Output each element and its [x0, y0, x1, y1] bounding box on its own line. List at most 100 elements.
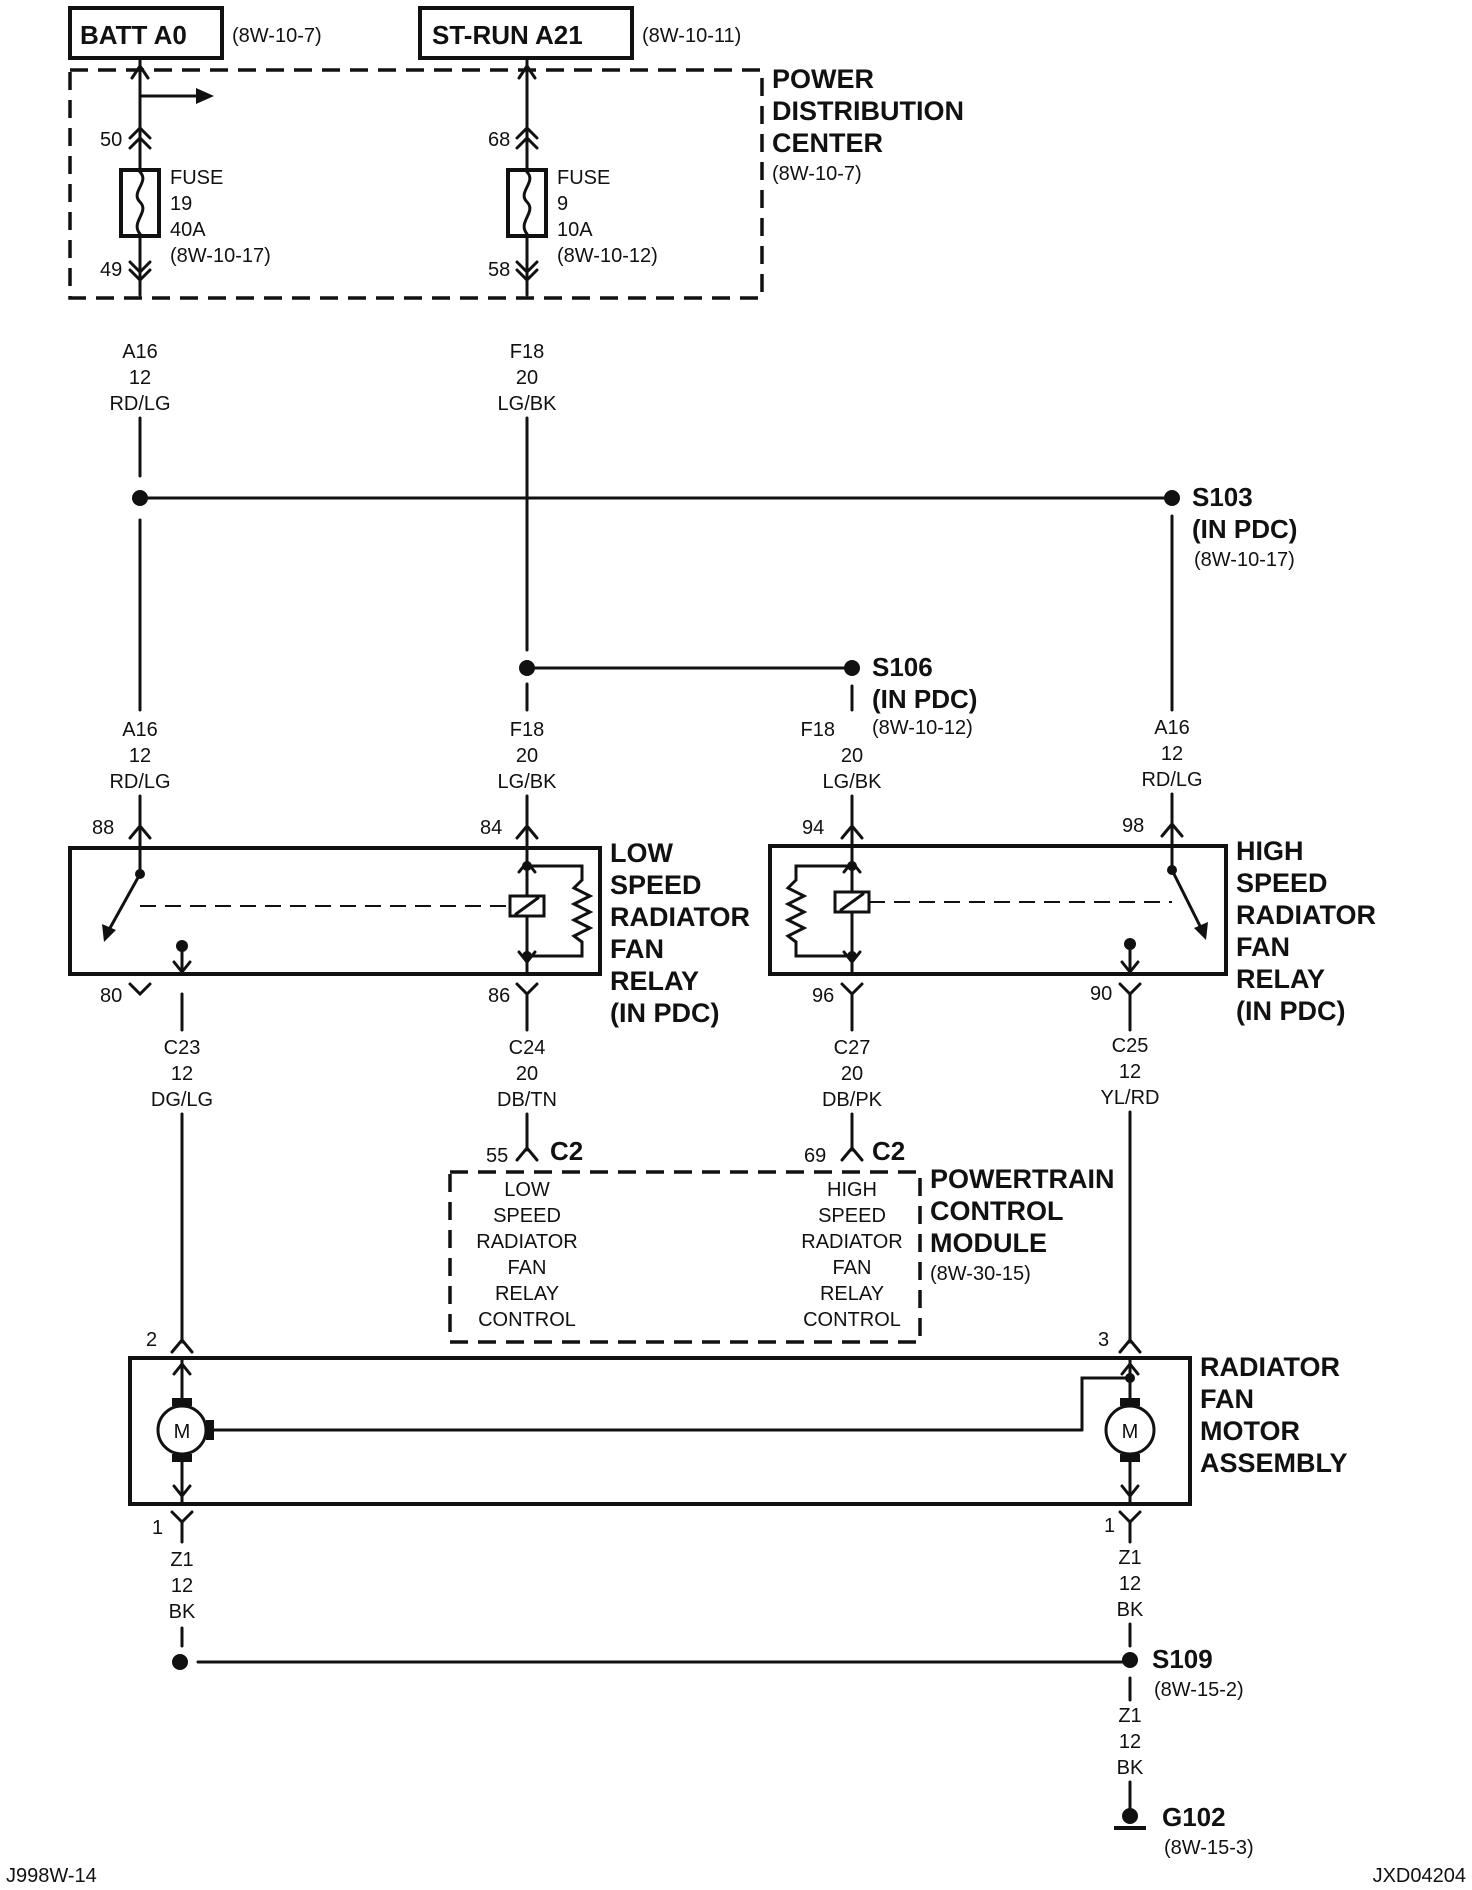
- pin-number: 84: [480, 817, 502, 839]
- relay-title: (IN PDC): [1236, 996, 1346, 1026]
- splice-name: S106: [872, 652, 933, 682]
- wire-id: Z1: [1118, 1705, 1141, 1727]
- ground-g102: G102 (8W-15-3): [1114, 1802, 1254, 1859]
- relay-title: (IN PDC): [610, 998, 720, 1028]
- pin-number: 88: [92, 817, 114, 839]
- fuse19-out-pin: 49: [100, 259, 122, 281]
- wire-c23: C23 12 DG/LG: [151, 1037, 213, 1111]
- fuse19-circuit: 50 49 FUSE 19 40A (8W-10-17): [100, 56, 271, 297]
- wire-c27: C27 20 DB/PK: [822, 1037, 883, 1111]
- wire-gauge: 12: [1161, 743, 1183, 765]
- wire-color: RD/LG: [109, 771, 170, 793]
- pcm-high-line: RELAY: [820, 1283, 884, 1305]
- footer-left-code: J998W-14: [6, 1865, 97, 1887]
- radiator-fan-motor-assembly: 2 3 M M 1 1 RADIATOR FAN MOTOR: [128, 1329, 1348, 1539]
- pcm-high-line: FAN: [833, 1257, 872, 1279]
- wire-color: RD/LG: [1141, 769, 1202, 791]
- pdc-box: POWER DISTRIBUTION CENTER (8W-10-7): [68, 64, 964, 300]
- wire-gauge: 20: [516, 367, 538, 389]
- fuse9-in-pin: 68: [488, 129, 510, 151]
- wire-gauge: 12: [129, 367, 151, 389]
- splice-name: S109: [1152, 1644, 1213, 1674]
- pin-number: 80: [100, 985, 122, 1007]
- connector-label: C2: [550, 1136, 583, 1166]
- pin-number: 86: [488, 985, 510, 1007]
- pdc-title-1: POWER: [772, 64, 874, 94]
- pin-number: 90: [1090, 983, 1112, 1005]
- wire-gauge: 20: [841, 745, 863, 767]
- wire-gauge: 20: [516, 745, 538, 767]
- batt-ref: (8W-10-7): [232, 25, 322, 47]
- pdc-title-2: DISTRIBUTION: [772, 96, 964, 126]
- wire-gauge: 12: [129, 745, 151, 767]
- relay-title: RADIATOR: [610, 902, 750, 932]
- motor-symbol: M: [174, 1421, 191, 1443]
- high-speed-relay: 94 98 96 90 HIGH SPEED RADIATOR FAN RE: [768, 815, 1376, 1026]
- fuse19-line-2: 19: [170, 193, 192, 215]
- ground-ref: (8W-15-3): [1164, 1837, 1254, 1859]
- fuse19-line-4: (8W-10-17): [170, 245, 271, 267]
- wire-id: C27: [834, 1037, 871, 1059]
- wire-z1-left: Z1 12 BK: [169, 1549, 196, 1623]
- relay-title: FAN: [1236, 932, 1290, 962]
- wire-gauge: 12: [1119, 1731, 1141, 1753]
- relay-title: FAN: [610, 934, 664, 964]
- splice-name: S103: [1192, 482, 1253, 512]
- fuse9-line-1: FUSE: [557, 167, 610, 189]
- wire-f18-right: F18 20 LG/BK: [801, 719, 883, 793]
- wire-gauge: 20: [516, 1063, 538, 1085]
- wire-color: BK: [1117, 1599, 1144, 1621]
- wire-color: YL/RD: [1101, 1087, 1160, 1109]
- fuse9-line-2: 9: [557, 193, 568, 215]
- wire-color: LG/BK: [823, 771, 883, 793]
- pcm-low-line: RELAY: [495, 1283, 559, 1305]
- batt-label: BATT A0: [80, 20, 187, 50]
- footer-right-code: JXD04204: [1373, 1865, 1466, 1887]
- wire-id: C25: [1112, 1035, 1149, 1057]
- splice-location: (IN PDC): [1192, 514, 1297, 544]
- splice-ref: (8W-10-12): [872, 717, 973, 739]
- motor-title: MOTOR: [1200, 1416, 1300, 1446]
- pin-number: 55: [486, 1145, 508, 1167]
- pdc-title-3: CENTER: [772, 128, 883, 158]
- wire-gauge: 12: [171, 1575, 193, 1597]
- arrow-icon: [196, 88, 214, 104]
- wire-gauge: 12: [171, 1063, 193, 1085]
- strun-label: ST-RUN A21: [432, 20, 583, 50]
- resistor-icon: [570, 878, 594, 944]
- powertrain-control-module: 55 C2 69 C2 LOW SPEED RADIATOR FAN RELAY…: [448, 1136, 1115, 1344]
- wire-z1-ground: Z1 12 BK: [1117, 1705, 1144, 1779]
- fuse9-line-4: (8W-10-12): [557, 245, 658, 267]
- wire-a16-right: A16 12 RD/LG: [1141, 717, 1202, 791]
- splice-dot: [844, 660, 860, 676]
- motor-title: RADIATOR: [1200, 1352, 1340, 1382]
- pin-number: 3: [1098, 1329, 1109, 1351]
- splice-dot: [1164, 490, 1180, 506]
- wire-id: Z1: [170, 1549, 193, 1571]
- pcm-title: CONTROL: [930, 1196, 1063, 1226]
- wire-gauge: 12: [1119, 1061, 1141, 1083]
- batt-source: BATT A0 (8W-10-7): [68, 6, 322, 60]
- pcm-high-line: RADIATOR: [801, 1231, 903, 1253]
- relay-title: RELAY: [1236, 964, 1325, 994]
- pcm-low-line: CONTROL: [478, 1309, 576, 1331]
- splice-s106: S106 (IN PDC) (8W-10-12): [872, 652, 977, 739]
- pcm-high-line: CONTROL: [803, 1309, 901, 1331]
- relay-title: HIGH: [1236, 836, 1304, 866]
- relay-title: SPEED: [1236, 868, 1328, 898]
- splice-dot: [172, 1654, 188, 1670]
- wire-color: DG/LG: [151, 1089, 213, 1111]
- pin-number: 94: [802, 817, 824, 839]
- strun-ref: (8W-10-11): [642, 25, 741, 47]
- pin-number: 69: [804, 1145, 826, 1167]
- motor-symbol: M: [1122, 1421, 1139, 1443]
- wire-f18-top: F18 20 LG/BK: [498, 341, 558, 415]
- splice-s103: S103 (IN PDC) (8W-10-17): [1192, 482, 1297, 571]
- pcm-low-line: SPEED: [493, 1205, 561, 1227]
- wire-a16-top: A16 12 RD/LG: [109, 341, 170, 415]
- wire-gauge: 12: [1119, 1573, 1141, 1595]
- splice-ref: (8W-10-17): [1194, 549, 1295, 571]
- splice-s109: S109 (8W-15-2): [1152, 1644, 1244, 1701]
- wire-c24: C24 20 DB/TN: [497, 1037, 557, 1111]
- wire-color: LG/BK: [498, 771, 558, 793]
